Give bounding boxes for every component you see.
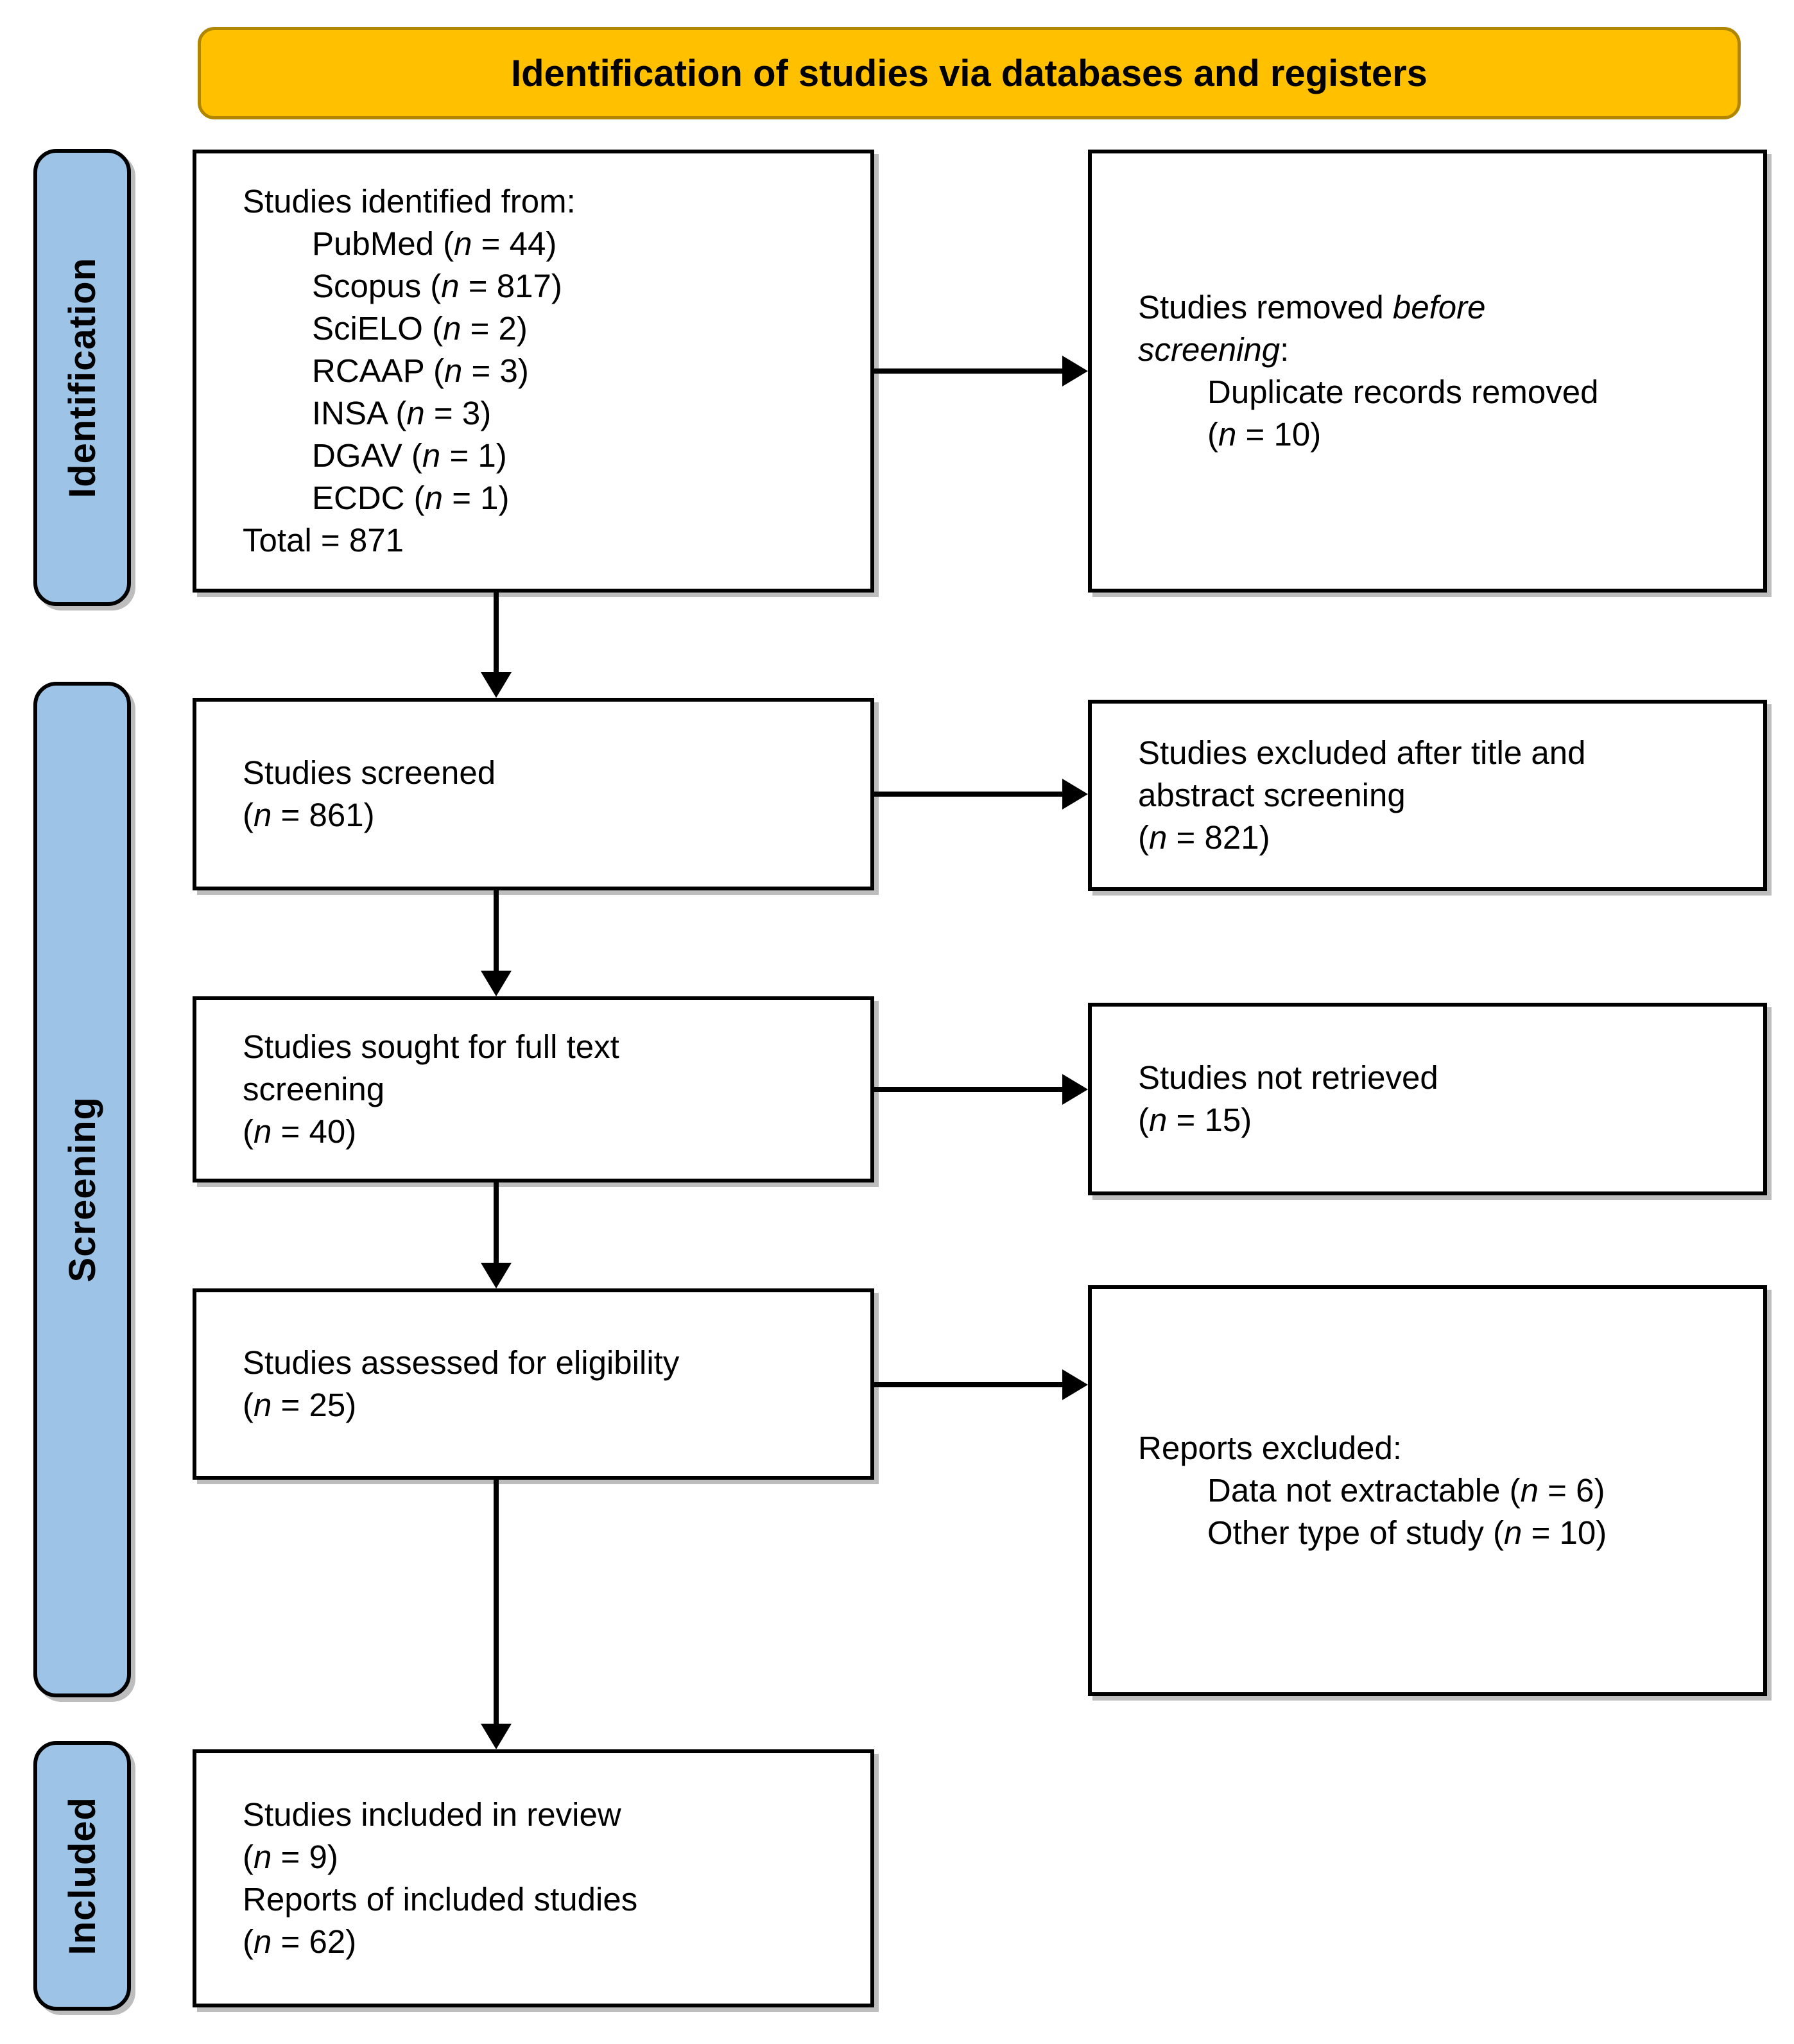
stage-label-identification: Identification [33, 149, 131, 606]
arrow-head-right-icon [1062, 1369, 1088, 1400]
arrow-head-down-icon [481, 672, 512, 698]
arrow-shaft [494, 593, 499, 672]
arrow-head-down-icon [481, 1263, 512, 1288]
box-studies-identified: Studies identified from: PubMed (n = 44) S… [193, 150, 874, 593]
arrow-screened-to-excluded [874, 779, 1088, 810]
arrow-head-right-icon [1062, 1074, 1088, 1105]
text-line: (n = 40) [243, 1113, 357, 1150]
text-line: screening [243, 1071, 385, 1107]
arrow-shaft [874, 1382, 1062, 1387]
text-line: Studies not retrieved [1138, 1059, 1438, 1096]
arrow-sought-to-assessed [481, 1182, 512, 1288]
arrow-head-down-icon [481, 971, 512, 996]
text-line: Studies assessed for eligibility [243, 1344, 680, 1381]
arrow-screened-to-sought [481, 890, 512, 996]
stage-label-included-text: Included [61, 1796, 103, 1955]
text-line: Reports of included studies [243, 1881, 638, 1918]
text-line: Data not extractable (n = 6) [1207, 1472, 1605, 1509]
arrow-identified-to-screened [481, 593, 512, 698]
arrow-shaft [874, 1087, 1062, 1092]
text-line: Reports excluded: [1138, 1430, 1402, 1466]
text-line: screening: [1138, 331, 1289, 368]
text-line: Studies identified from: [243, 183, 576, 220]
text-line: (n = 861) [243, 797, 375, 833]
stage-label-identification-text: Identification [61, 257, 103, 498]
text-line: (n = 10) [1207, 416, 1322, 453]
stage-label-included: Included [33, 1741, 131, 2011]
box-studies-excluded-title-abstract: Studies excluded after title and abstract… [1088, 700, 1767, 891]
text-line: abstract screening [1138, 777, 1406, 813]
box-studies-assessed-eligibility: Studies assessed for eligibility (n = 25) [193, 1288, 874, 1480]
text-line: PubMed (n = 44) [312, 225, 557, 262]
arrow-shaft [494, 1182, 499, 1263]
arrow-assessed-to-reports-excluded [874, 1369, 1088, 1400]
arrow-shaft [874, 792, 1062, 797]
box-studies-included-review: Studies included in review (n = 9) Reports… [193, 1749, 874, 2007]
text-line: RCAAP (n = 3) [312, 352, 529, 389]
text-line: (n = 9) [243, 1839, 338, 1875]
arrow-head-right-icon [1062, 356, 1088, 386]
arrow-shaft [494, 890, 499, 971]
arrow-identified-to-removed [874, 356, 1088, 386]
text-line: Total = 871 [243, 522, 404, 559]
arrow-shaft [874, 368, 1062, 374]
text-line: Other type of study (n = 10) [1207, 1514, 1607, 1551]
text-line: Duplicate records removed [1207, 374, 1599, 410]
text-line: (n = 62) [243, 1923, 357, 1960]
box-studies-removed-before-screening: Studies removed before screening: Duplicat… [1088, 150, 1767, 593]
stage-label-screening: Screening [33, 682, 131, 1697]
text-line: Scopus (n = 817) [312, 268, 562, 304]
box-studies-screened: Studies screened (n = 861) [193, 698, 874, 890]
text-line: Studies excluded after title and [1138, 734, 1586, 771]
banner-title: Identification of studies via databases … [198, 27, 1741, 119]
box-reports-excluded: Reports excluded: Data not extractable (n… [1088, 1285, 1767, 1696]
text-line: Studies screened [243, 754, 496, 791]
box-studies-sought-full-text: Studies sought for full text screening (n … [193, 996, 874, 1182]
text-line: ECDC (n = 1) [312, 480, 510, 516]
box-studies-not-retrieved: Studies not retrieved (n = 15) [1088, 1003, 1767, 1195]
arrow-assessed-to-included [481, 1480, 512, 1749]
text-line: (n = 15) [1138, 1102, 1252, 1138]
stage-label-screening-text: Screening [61, 1096, 103, 1283]
text-line: Studies sought for full text [243, 1028, 619, 1065]
text-line: INSA (n = 3) [312, 395, 492, 431]
arrow-head-right-icon [1062, 779, 1088, 810]
text-line: (n = 25) [243, 1387, 357, 1423]
text-line: Studies removed before [1138, 289, 1486, 325]
text-line: (n = 821) [1138, 819, 1270, 856]
arrow-shaft [494, 1480, 499, 1724]
arrow-sought-to-not-retrieved [874, 1074, 1088, 1105]
text-line: Studies included in review [243, 1796, 621, 1833]
text-line: SciELO (n = 2) [312, 310, 528, 347]
text-line: DGAV (n = 1) [312, 437, 507, 474]
arrow-head-down-icon [481, 1724, 512, 1749]
